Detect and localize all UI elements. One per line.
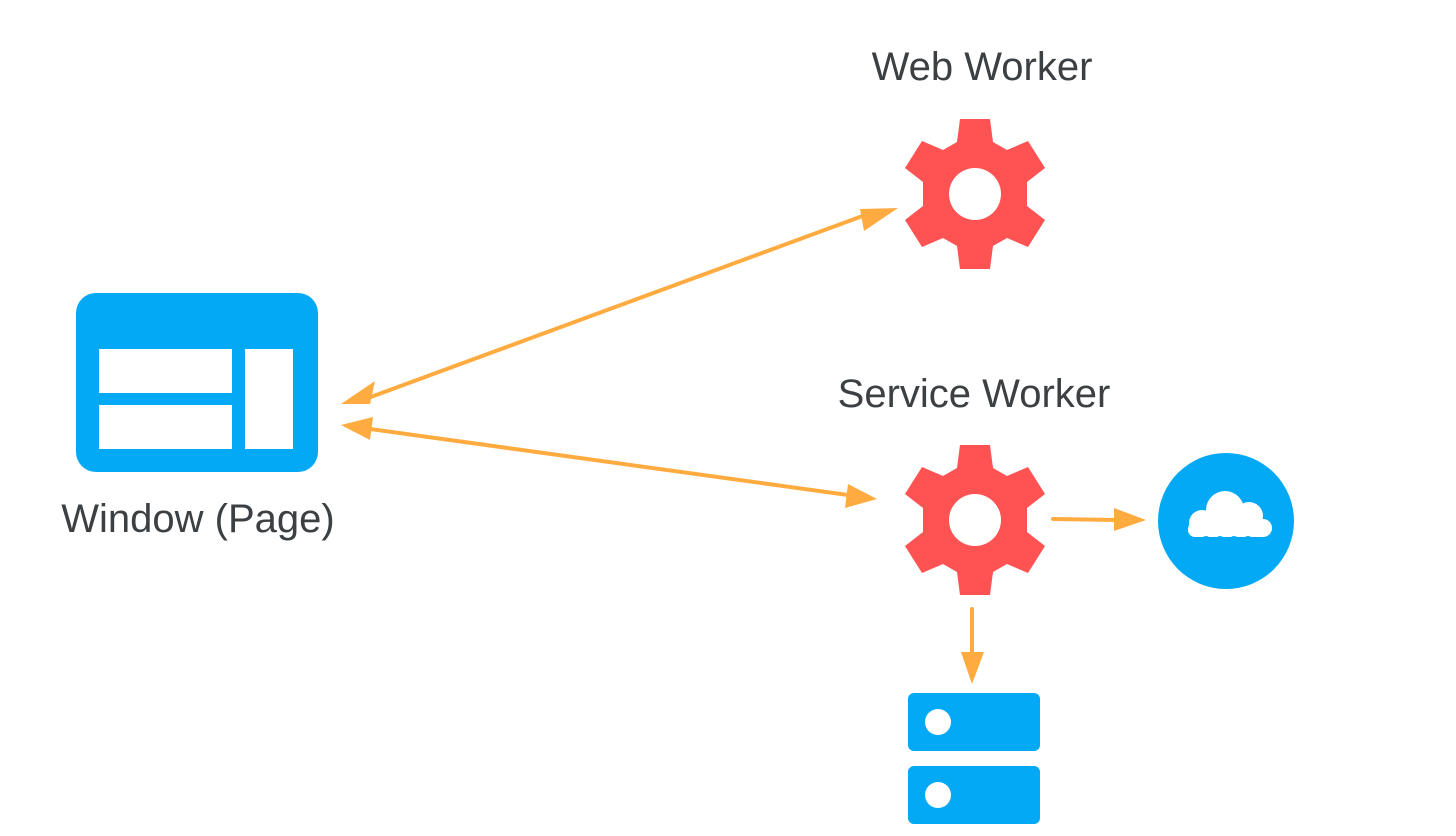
service-worker-node: Service Worker [838,372,1111,595]
window-node: Window (Page) [61,293,335,541]
web-worker-gear-icon [905,119,1045,269]
cloud-icon [1158,453,1294,589]
network-node [1158,453,1294,589]
storage-node [908,693,1040,824]
window-label: Window (Page) [61,497,334,541]
service-worker-gear-icon [905,445,1045,595]
arrow-service-worker-to-cloud [1051,508,1146,531]
arrow-window-to-service-worker [341,417,877,508]
web-worker-label: Web Worker [872,45,1093,89]
service-worker-label: Service Worker [838,372,1111,416]
browser-window-icon [76,293,318,472]
web-worker-node: Web Worker [872,45,1093,269]
arrow-window-to-web-worker [341,208,898,404]
arrows [341,208,1146,684]
storage-icon [908,693,1040,824]
arrow-service-worker-to-storage [961,607,984,684]
